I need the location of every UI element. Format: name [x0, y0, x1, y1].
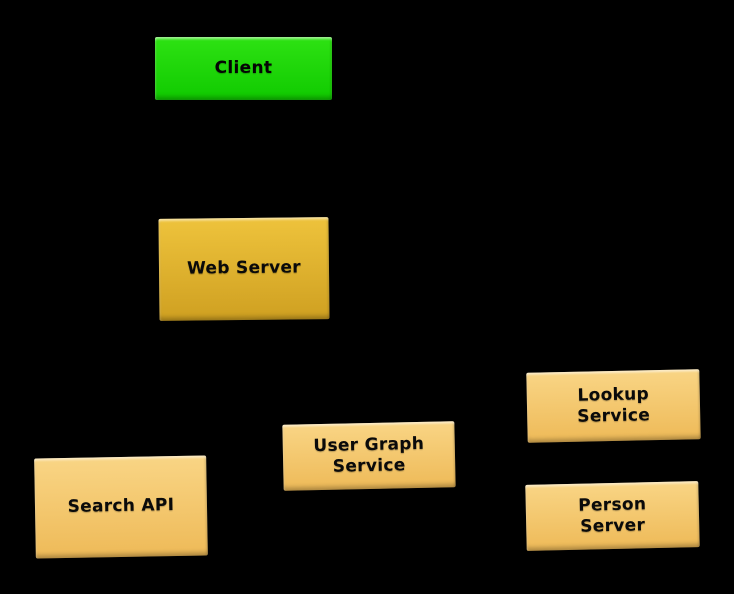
node-person-server: Person Server [525, 481, 700, 551]
diagram-node-label: Search API [67, 495, 175, 518]
node-web-server: Web Server [158, 217, 330, 321]
diagram-node-label: Lookup Service [577, 384, 651, 427]
node-client: Client [155, 37, 332, 100]
node-user-graph-service: User Graph Service [282, 421, 456, 491]
node-search-api: Search API [34, 455, 208, 559]
diagram-node-label: Web Server [186, 257, 302, 279]
node-lookup-service: Lookup Service [526, 369, 701, 443]
diagram-node-label: Person Server [577, 493, 647, 537]
diagram-node-label: User Graph Service [313, 433, 425, 477]
diagram-node-label: Client [214, 57, 273, 78]
